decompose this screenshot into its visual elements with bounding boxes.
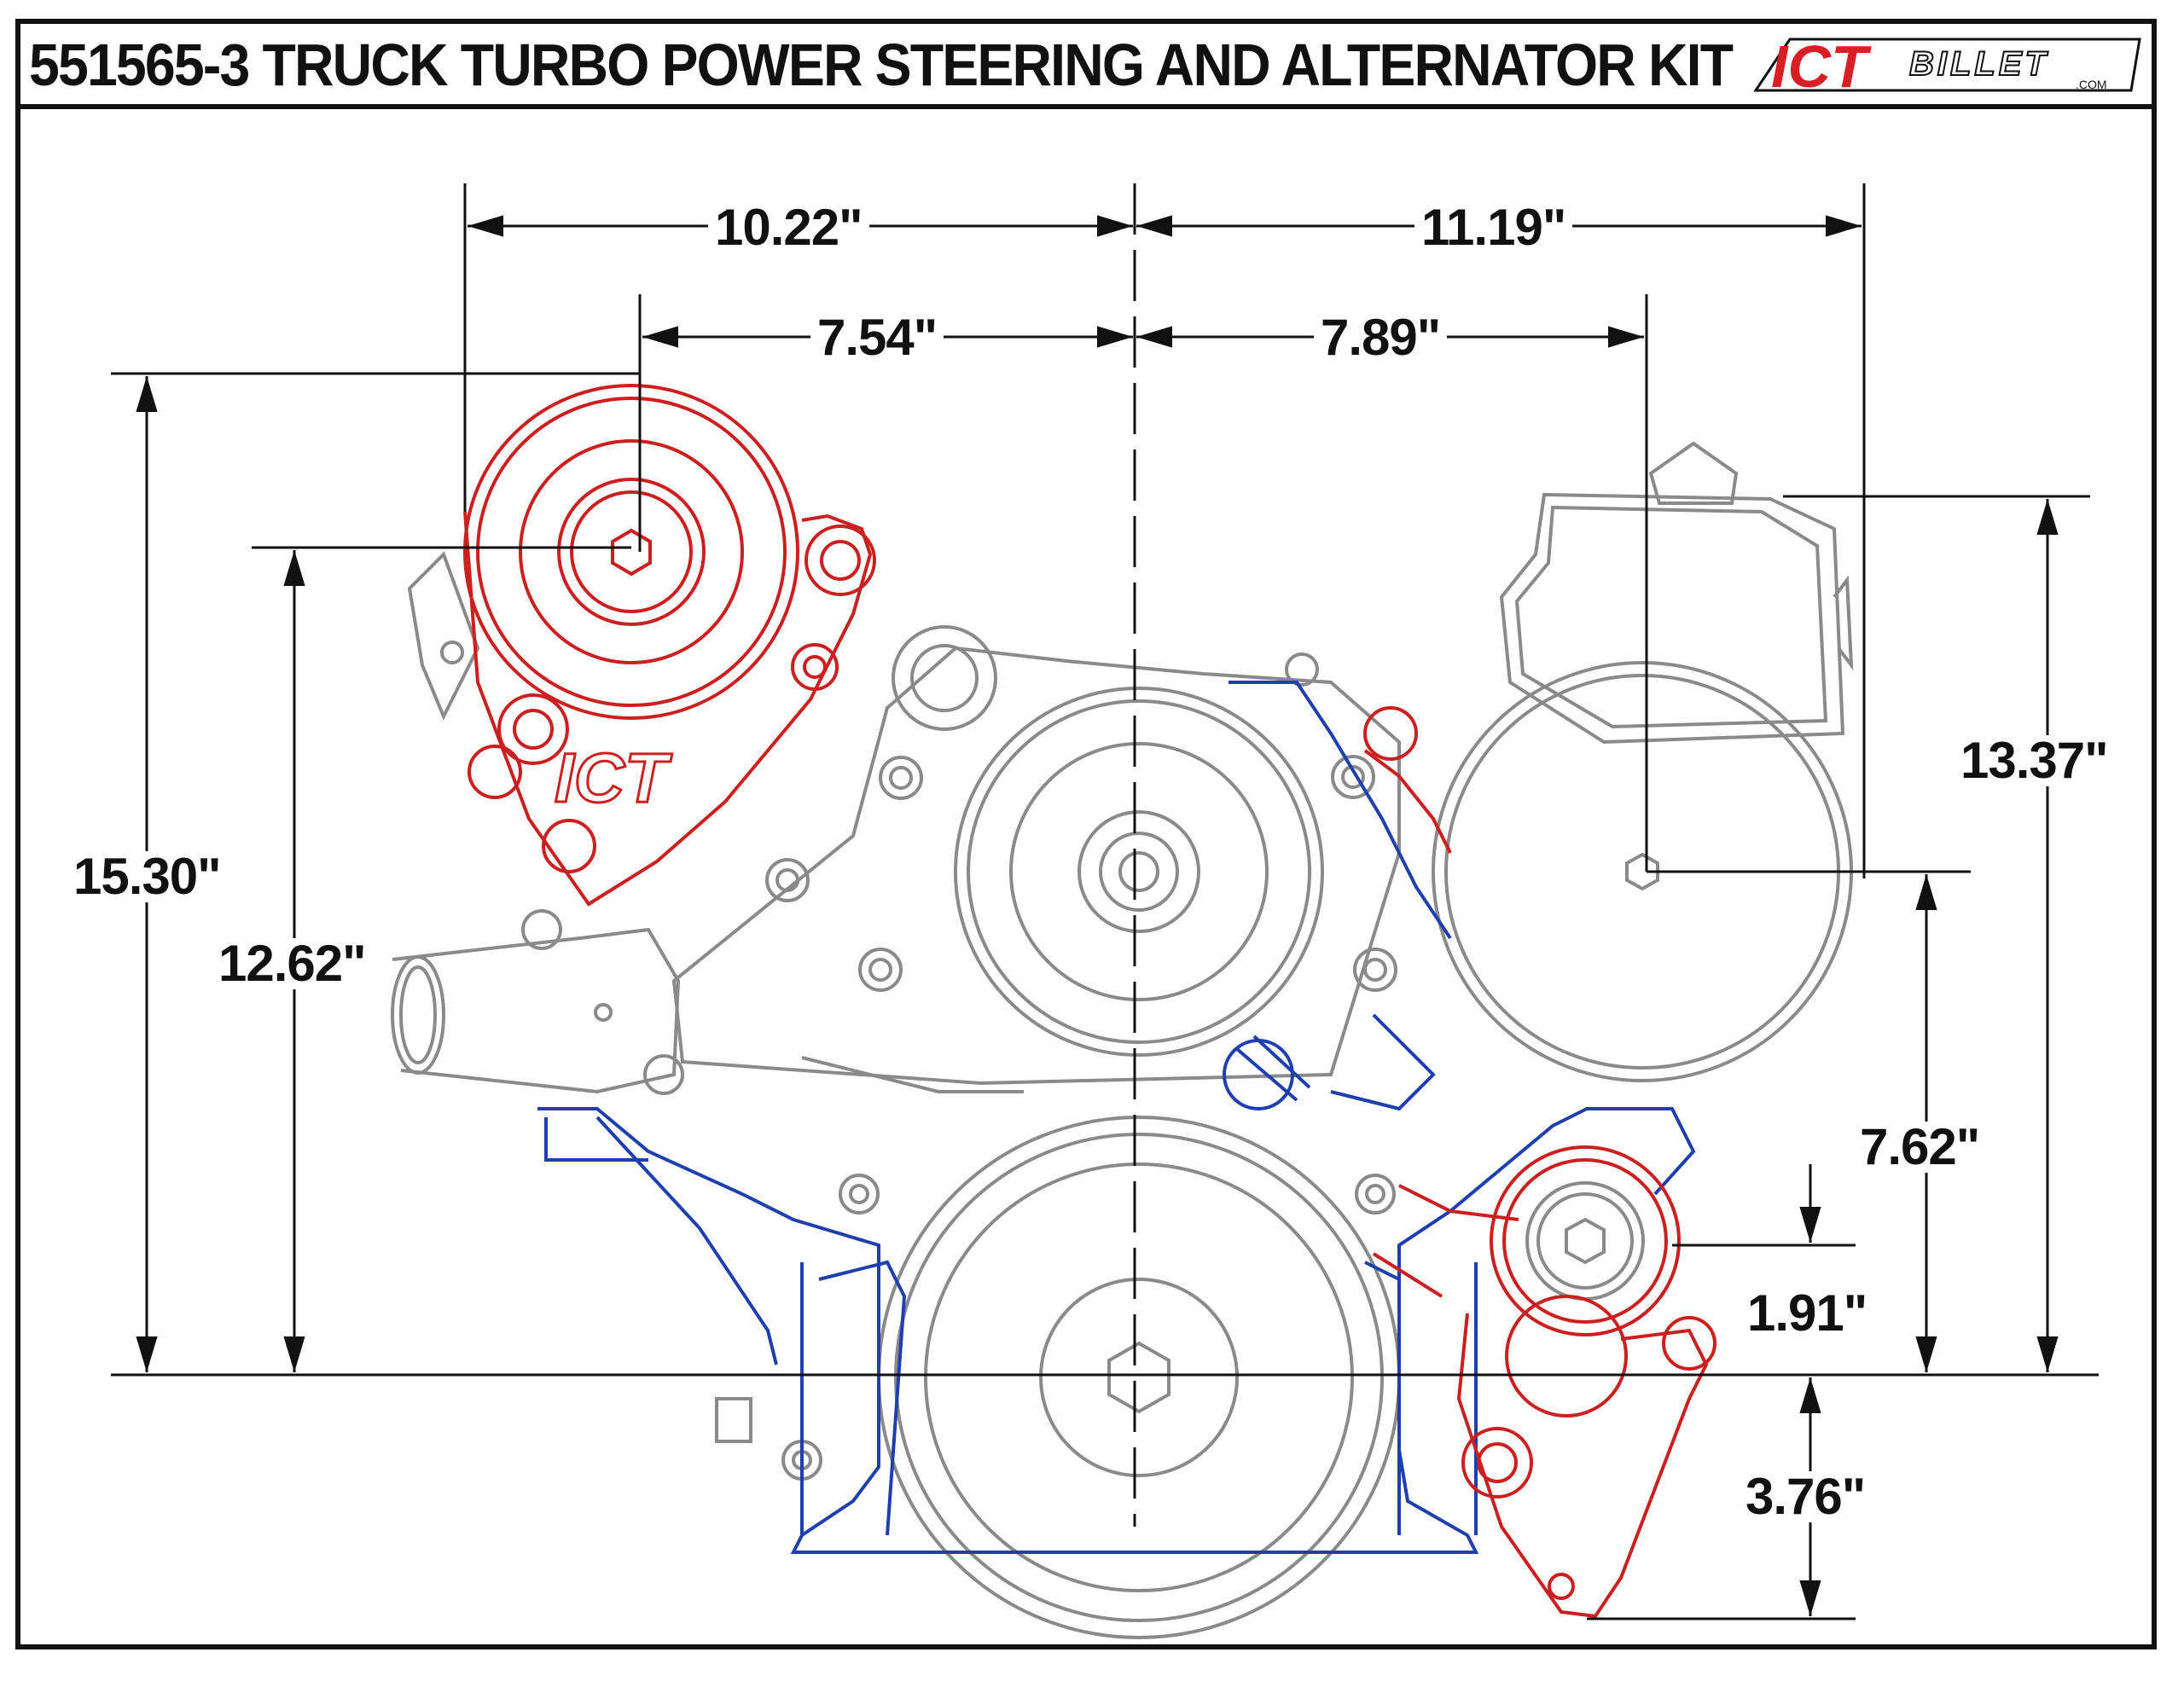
logo-brand: ICT [1771, 33, 1872, 99]
dim-left-inner: 12.62" [212, 938, 373, 989]
idler-bolt [1565, 1217, 1606, 1265]
bracket-ict-logo: ICT [555, 739, 672, 817]
ps-reservoir [1499, 492, 1845, 745]
ps-bolt [1625, 852, 1659, 891]
logo-sub: BILLET [1909, 45, 2049, 83]
alternator-pulley [463, 384, 799, 720]
crank-pulley [877, 1116, 1401, 1639]
dim-mid-right: 7.89" [1314, 312, 1448, 363]
dim-top-left: 10.22" [708, 202, 869, 253]
crank-bolt [1107, 1341, 1170, 1414]
dim-mid-left: 7.54" [810, 312, 944, 363]
dim-right-outer: 13.37" [1954, 735, 2115, 786]
page-title: 551565-3 TRUCK TURBO POWER STEERING AND … [29, 32, 1734, 98]
alternator-bolt [611, 528, 652, 577]
water-pump-body [671, 646, 1401, 1086]
ict-billet-logo: ICT BILLET .COM [1753, 33, 2141, 99]
timing-cover [537, 681, 1696, 1554]
dim-top-right: 11.19" [1414, 202, 1573, 253]
dimension-lines [111, 183, 2099, 1620]
water-pump-pulley [954, 687, 1324, 1057]
title-bar [15, 19, 2157, 109]
logo-suffix: .COM [2076, 78, 2107, 91]
drawing-frame [15, 19, 2157, 1649]
dim-idler-above: 1.91" [1740, 1288, 1874, 1339]
idler-pulley [1490, 1145, 1681, 1336]
dim-idler-below: 3.76" [1739, 1471, 1873, 1522]
dim-right-inner: 7.62" [1853, 1122, 1987, 1173]
dim-left-outer: 15.30" [67, 851, 228, 902]
alternator-bracket [463, 384, 1716, 1619]
